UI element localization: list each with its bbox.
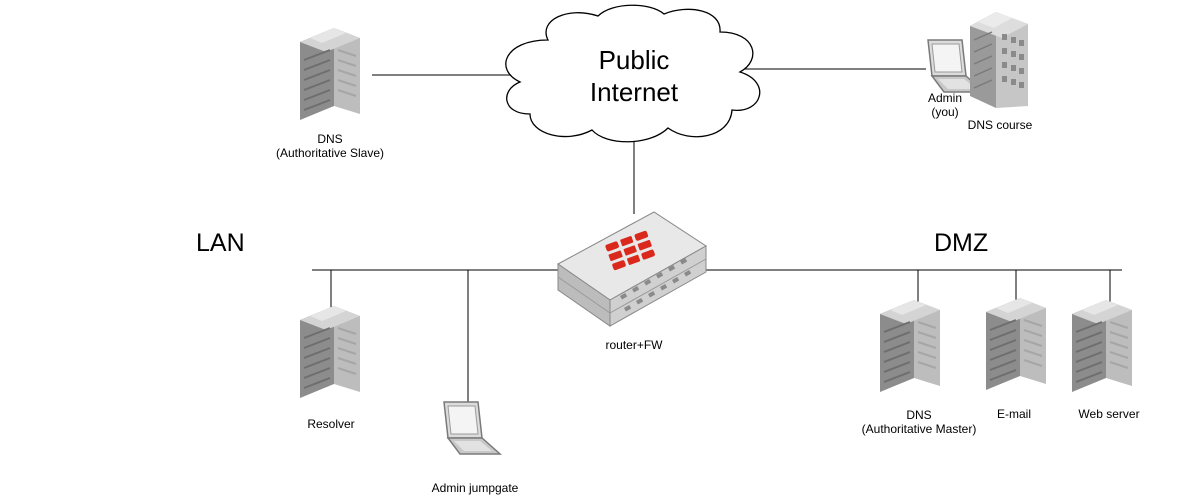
zone-label-lan: LAN	[196, 229, 245, 257]
cloud-label-line1: Public	[598, 45, 670, 75]
cloud-icon	[505, 4, 761, 143]
dns-master-label-line2: (Authoritative Master)	[861, 422, 977, 436]
cloud-label: Public Internet	[590, 44, 678, 108]
admin-you-label-line2: (you)	[931, 105, 959, 119]
zone-label-dmz: DMZ	[934, 229, 989, 257]
dns-slave-label-line2: (Authoritative Slave)	[275, 146, 385, 160]
email-label: E-mail	[996, 407, 1032, 421]
resolver-label: Resolver	[307, 417, 355, 431]
router-label: router+FW	[605, 338, 663, 352]
dns-master-server-icon	[879, 299, 941, 393]
cloud-label-line2: Internet	[589, 77, 679, 107]
dns-slave-label: DNS (Authoritative Slave)	[276, 132, 384, 160]
web-server-icon	[1071, 299, 1133, 393]
office-building-icon	[970, 12, 1028, 108]
dns-course-label: DNS course	[967, 118, 1033, 132]
fortinet-router-firewall-icon	[557, 211, 707, 327]
dns-slave-server-icon	[299, 27, 361, 121]
admin-jumpgate-laptop-icon	[443, 401, 501, 455]
email-server-icon	[985, 297, 1047, 391]
dns-slave-label-line1: DNS	[317, 132, 343, 146]
dns-master-label: DNS (Authoritative Master)	[862, 408, 977, 436]
admin-jumpgate-label: Admin jumpgate	[431, 481, 519, 495]
resolver-server-icon	[299, 305, 361, 399]
admin-you-label-line1: Admin	[927, 91, 963, 105]
web-server-label: Web server	[1078, 407, 1140, 421]
dns-master-label-line1: DNS	[906, 408, 932, 422]
admin-you-label: Admin (you)	[928, 91, 962, 119]
